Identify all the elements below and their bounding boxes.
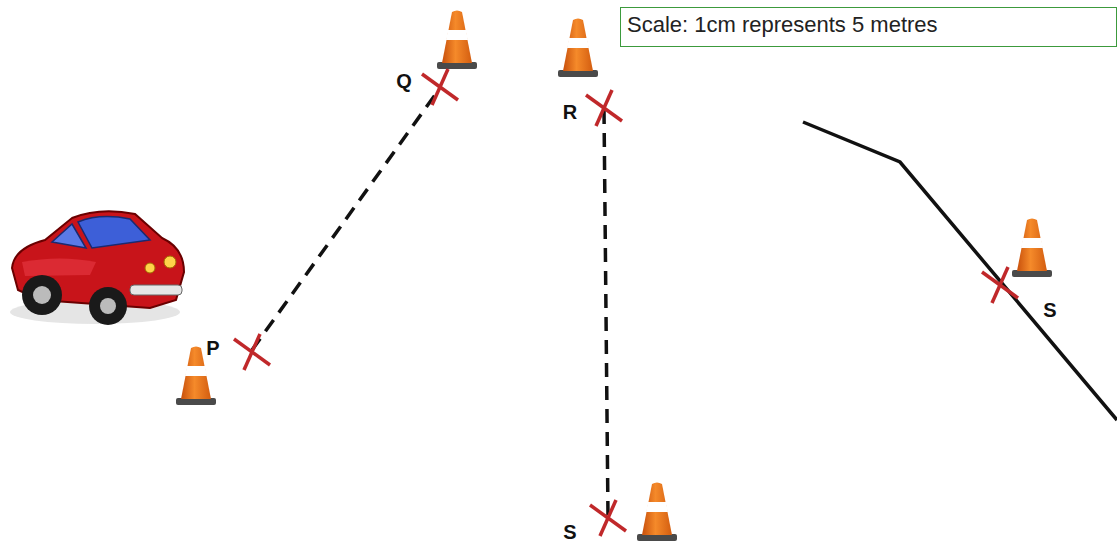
point-label: S <box>1043 300 1056 320</box>
point-cross <box>234 334 270 370</box>
point-cross <box>422 69 458 105</box>
point-label: S <box>563 522 576 542</box>
scale-text: Scale: 1cm represents 5 metres <box>621 8 1116 42</box>
scale-box: Scale: 1cm represents 5 metres <box>620 7 1117 47</box>
point-cross <box>590 500 626 536</box>
road-line <box>803 122 1117 420</box>
point-label: Q <box>396 71 412 91</box>
car-picture <box>10 211 184 325</box>
traffic-cone <box>558 19 598 78</box>
dashed-route <box>604 110 608 516</box>
traffic-cone <box>637 483 677 542</box>
traffic-cone <box>1012 219 1052 278</box>
traffic-cone <box>437 11 477 70</box>
dashed-route <box>252 88 440 350</box>
point-cross <box>586 90 622 126</box>
point-cross <box>982 267 1018 303</box>
point-label: R <box>563 102 577 122</box>
point-label: P <box>206 338 219 358</box>
